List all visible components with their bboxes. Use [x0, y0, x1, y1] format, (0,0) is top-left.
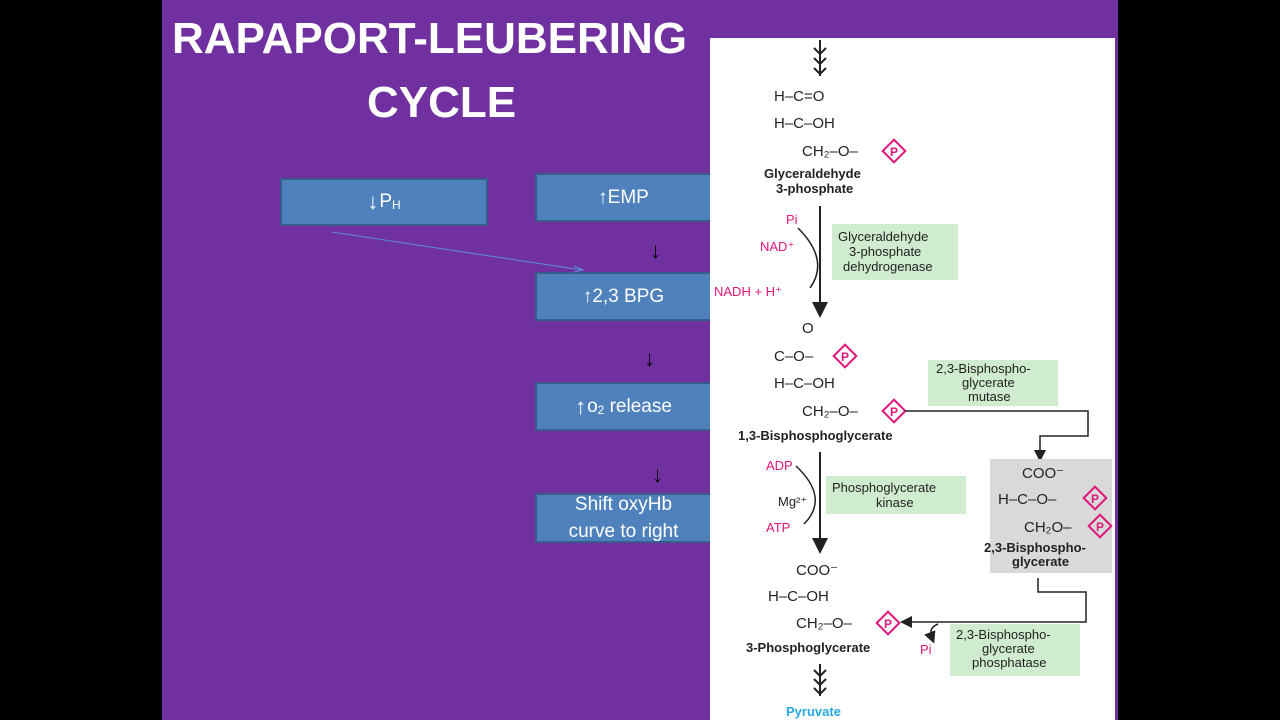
- shift-line-2: curve to right: [568, 521, 679, 542]
- o2-subscript: 2: [597, 402, 605, 417]
- svg-text:P: P: [841, 350, 849, 364]
- phosphate-icon: P: [1082, 485, 1108, 511]
- pg3-line-3: CH₂–O–: [796, 615, 852, 632]
- pgk-line-1: Phosphoglycerate: [832, 480, 936, 495]
- svg-text:P: P: [1091, 492, 1099, 506]
- o2-label: o: [587, 395, 598, 417]
- mutase-arrow: [905, 410, 1089, 462]
- title-line-2: CYCLE: [367, 78, 517, 127]
- up-arrow-icon: ↑: [575, 393, 587, 419]
- phosphate-icon: P: [881, 138, 907, 164]
- pathway-figure: H–C=O H–C–OH CH₂–O– P Glyceraldehyde 3-p…: [710, 38, 1115, 720]
- gapdh-line-3: dehydrogenase: [843, 259, 933, 274]
- svg-text:P: P: [1096, 520, 1104, 534]
- pgk-line-2: kinase: [876, 495, 914, 510]
- bpg23-line-2: H–C–O–: [998, 491, 1057, 508]
- ph-subscript: H: [392, 198, 401, 212]
- pg3-name: 3-Phosphoglycerate: [746, 640, 870, 655]
- phosphatase-arrow: [900, 578, 1087, 628]
- flow-down-arrow-2: ↓: [644, 346, 655, 371]
- shift-line-1: Shift oxyHb: [574, 494, 673, 515]
- release-label: release: [604, 395, 672, 417]
- enzyme-pgk: [826, 476, 966, 514]
- bpg23-line-3: CH₂O–: [1024, 519, 1072, 536]
- bpg23-line-1: COO⁻: [1022, 465, 1064, 482]
- bpg23-box: [990, 459, 1112, 573]
- mutase-line-2: glycerate: [962, 375, 1015, 390]
- bpg13-line-1: C–O–: [774, 348, 814, 365]
- phosphatase-line-1: 2,3-Bisphospho-: [956, 627, 1051, 642]
- mutase-line-1: 2,3-Bisphospho-: [936, 361, 1031, 376]
- gapdh-line-1: Glyceraldehyde: [838, 229, 928, 244]
- down-arrow-icon: ↓: [367, 189, 379, 214]
- enzyme-phosphatase: [950, 624, 1080, 676]
- enzyme-gapdh: [832, 224, 958, 280]
- step1-pi: Pi: [786, 212, 798, 227]
- phosphate-icon: P: [881, 398, 907, 424]
- phosphatase-line-2: glycerate: [982, 641, 1035, 656]
- phosphate-icon: P: [832, 343, 858, 369]
- ph-label: P: [379, 191, 392, 212]
- mutase-line-3: mutase: [968, 389, 1011, 404]
- shift-curve-box: Shift oxyHb curve to right: [535, 493, 712, 543]
- svg-text:P: P: [890, 405, 898, 419]
- flow-down-arrow-3: ↓: [652, 462, 663, 487]
- phosphatase-pi: Pi: [920, 642, 932, 657]
- pg3-line-1: COO⁻: [796, 562, 838, 579]
- bpg13-line-2: H–C–OH: [774, 375, 835, 392]
- g3p-line-2: H–C–OH: [774, 115, 835, 132]
- bpg23-name-2: glycerate: [1012, 554, 1069, 569]
- bpg13-line-3: CH₂–O–: [802, 403, 858, 420]
- step2-atp: ATP: [766, 520, 790, 535]
- emp-increase-box: ↑EMP: [535, 173, 712, 222]
- phosphate-icon: P: [875, 610, 901, 636]
- bpg-increase-box: ↑2,3 BPG: [535, 272, 712, 321]
- top-arrows-icon: [813, 40, 827, 76]
- phosphate-icon: P: [1087, 513, 1113, 539]
- bpg13-line-0: O: [802, 320, 814, 337]
- pg3-line-2: H–C–OH: [768, 588, 829, 605]
- gapdh-line-2: 3-phosphate: [849, 244, 921, 259]
- g3p-line-3: CH₂–O–: [802, 143, 858, 160]
- title-line-1: RAPAPORT-LEUBERING: [172, 14, 687, 63]
- step1-nadh: NADH + H⁺: [714, 284, 782, 299]
- flow-down-arrow-1: ↓: [650, 238, 661, 263]
- step2-adp: ADP: [766, 458, 793, 473]
- phosphatase-line-3: phosphatase: [972, 655, 1046, 670]
- step1-nad: NAD⁺: [760, 239, 794, 254]
- step2-mg: Mg²⁺: [778, 494, 807, 509]
- svg-text:P: P: [884, 617, 892, 631]
- bpg23-name-1: 2,3-Bisphospho-: [984, 540, 1086, 555]
- g3p-name-1: Glyceraldehyde: [764, 166, 861, 181]
- g3p-line-1: H–C=O: [774, 88, 824, 105]
- pyruvate-label: Pyruvate: [786, 704, 841, 719]
- svg-text:P: P: [890, 145, 898, 159]
- g3p-name-2: 3-phosphate: [776, 181, 853, 196]
- bpg13-name: 1,3-Bisphosphoglycerate: [738, 428, 893, 443]
- enzyme-mutase: [928, 360, 1058, 406]
- bottom-arrows-icon: [813, 664, 827, 696]
